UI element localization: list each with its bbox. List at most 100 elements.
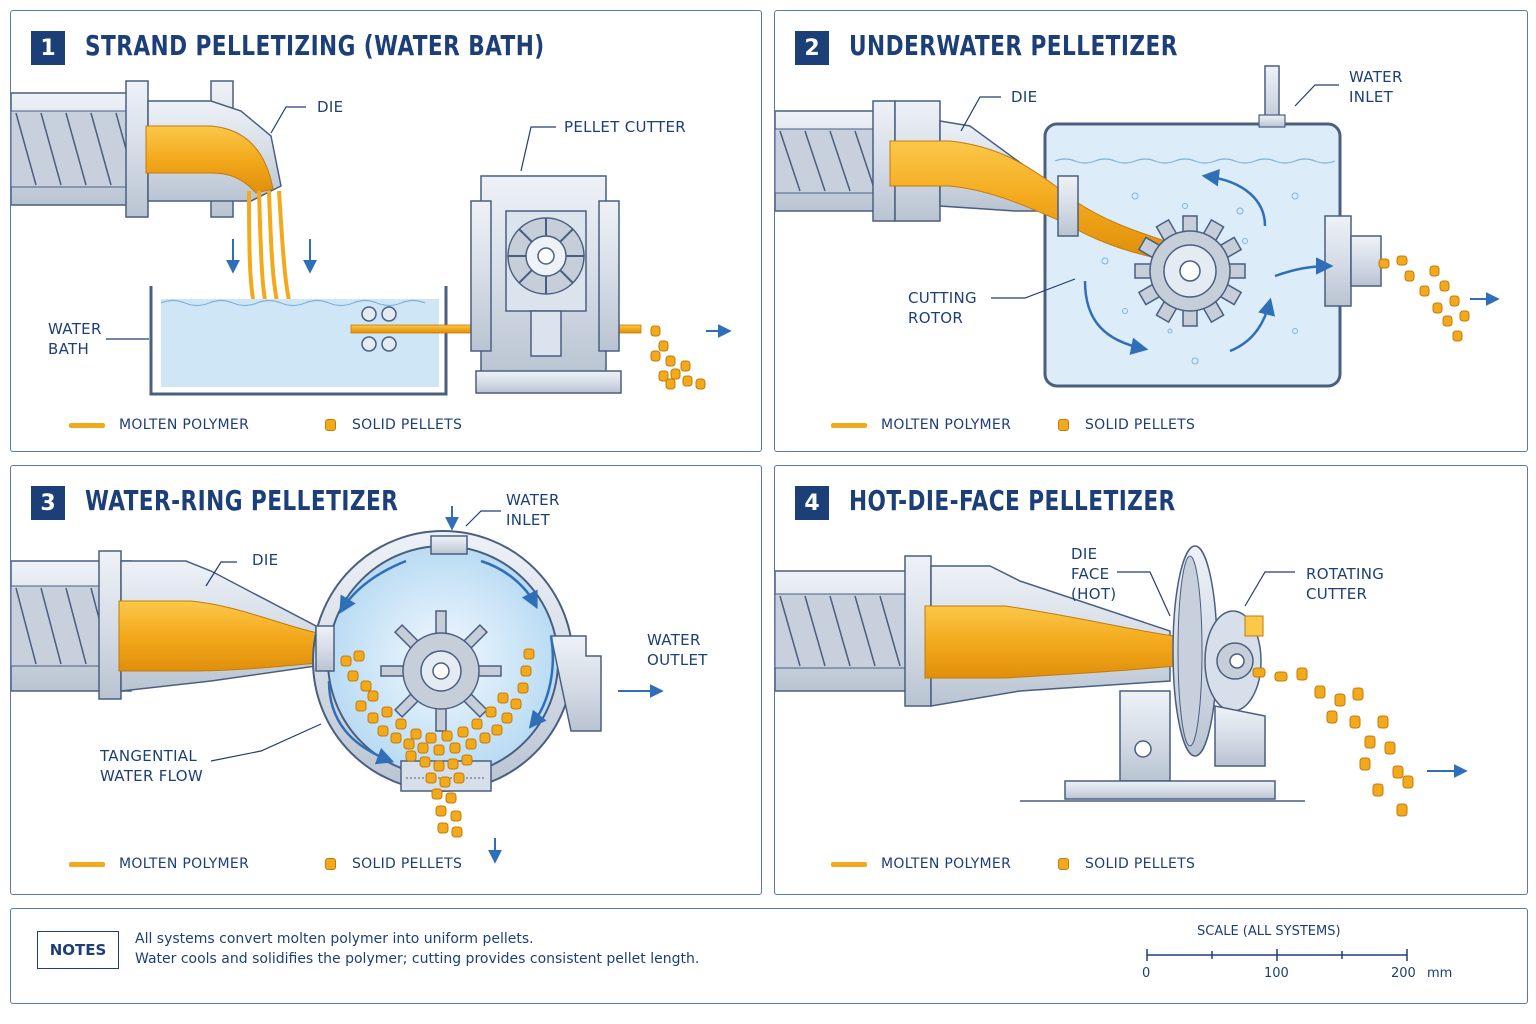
label-die-face-line3: (HOT) bbox=[1071, 585, 1117, 603]
pellet bbox=[479, 732, 491, 744]
panel-title: STRAND PELLETIZING (WATER BATH) bbox=[85, 29, 545, 62]
pellet bbox=[461, 754, 473, 766]
scale-tick-200: 200 bbox=[1391, 966, 1416, 981]
panel-number: 4 bbox=[795, 486, 829, 520]
pellet bbox=[425, 732, 437, 744]
pellet bbox=[390, 732, 402, 744]
scale-title: SCALE (ALL SYSTEMS) bbox=[1197, 924, 1341, 939]
legend-molten: MOLTEN POLYMER bbox=[69, 856, 249, 872]
pellet bbox=[367, 690, 379, 702]
strand-pelletizing-diagram bbox=[11, 80, 732, 396]
solid-pellet-swatch bbox=[1058, 419, 1069, 431]
pellet bbox=[410, 728, 422, 740]
label-water-inlet-line1: WATER bbox=[1349, 68, 1403, 86]
pellet bbox=[447, 758, 459, 770]
panel-water-ring-pelletizer: 3 WATER-RING PELLETIZER bbox=[10, 465, 762, 895]
panel-number: 1 bbox=[31, 31, 65, 65]
pellet bbox=[441, 730, 453, 742]
legend-molten: MOLTEN POLYMER bbox=[831, 856, 1011, 872]
pellet bbox=[355, 700, 367, 712]
pellet bbox=[439, 776, 451, 788]
pellet bbox=[520, 665, 532, 677]
panel-underwater-pelletizer: 2 UNDERWATER PELLETIZER bbox=[774, 10, 1528, 452]
pellet bbox=[485, 706, 497, 718]
note-line-1: All systems convert molten polymer into … bbox=[135, 931, 534, 947]
pellet bbox=[471, 718, 483, 730]
pellet bbox=[433, 760, 445, 772]
pellet bbox=[377, 725, 389, 737]
pellet bbox=[491, 724, 503, 736]
scale-tick-100: 100 bbox=[1264, 966, 1289, 981]
solid-pellet-swatch bbox=[325, 419, 336, 431]
pellet bbox=[405, 750, 417, 762]
molten-polymer-swatch bbox=[69, 422, 105, 428]
panel-title: WATER-RING PELLETIZER bbox=[85, 484, 399, 517]
label-water-outlet-line1: WATER bbox=[647, 631, 701, 649]
legend-molten: MOLTEN POLYMER bbox=[831, 417, 1011, 433]
pellet bbox=[367, 712, 379, 724]
pellet bbox=[497, 692, 509, 704]
note-line-2: Water cools and solidifies the polymer; … bbox=[135, 951, 700, 967]
solid-pellet-swatch bbox=[1058, 858, 1069, 870]
scale-bar bbox=[1146, 949, 1408, 961]
pellet bbox=[403, 738, 415, 750]
label-water-bath-line2: BATH bbox=[48, 340, 90, 358]
notes-badge: NOTES bbox=[37, 931, 119, 969]
label-tangential-line2: WATER FLOW bbox=[100, 767, 204, 785]
label-die: DIE bbox=[317, 98, 344, 116]
label-water-inlet-line2: INLET bbox=[1349, 88, 1394, 106]
molten-polymer-swatch bbox=[831, 422, 867, 428]
panel-hot-die-face-pelletizer: 4 HOT-DIE-FACE PELLETIZER bbox=[774, 465, 1528, 895]
panel-strand-pelletizing: 1 STRAND PELLETIZING (WATER BATH) bbox=[10, 10, 762, 452]
label-cutting-rotor-line2: ROTOR bbox=[908, 309, 964, 327]
molten-polymer-swatch bbox=[69, 861, 105, 867]
notes-panel: NOTES All systems convert molten polymer… bbox=[10, 908, 1528, 1004]
pellet bbox=[395, 718, 407, 730]
pellet bbox=[449, 742, 461, 754]
legend-molten-label: MOLTEN POLYMER bbox=[881, 417, 1012, 433]
panel-number: 2 bbox=[795, 31, 829, 65]
pellet bbox=[417, 742, 429, 754]
pellet bbox=[435, 805, 447, 817]
legend-pellets: SOLID PELLETS bbox=[325, 417, 462, 433]
pellet bbox=[453, 772, 465, 784]
legend-pellets-label: SOLID PELLETS bbox=[352, 417, 463, 433]
label-die-face-line1: DIE bbox=[1071, 545, 1098, 563]
label-die: DIE bbox=[1011, 88, 1038, 106]
pellet bbox=[523, 648, 535, 660]
pellet bbox=[501, 712, 513, 724]
underwater-pelletizer-diagram bbox=[775, 65, 1500, 388]
pellet bbox=[347, 670, 359, 682]
scale-unit: mm bbox=[1427, 966, 1453, 981]
legend-pellets: SOLID PELLETS bbox=[1058, 856, 1195, 872]
label-die-face-line2: FACE bbox=[1071, 565, 1110, 583]
panel-title: UNDERWATER PELLETIZER bbox=[849, 29, 1178, 62]
legend-pellets-label: SOLID PELLETS bbox=[352, 856, 463, 872]
legend-pellets: SOLID PELLETS bbox=[325, 856, 462, 872]
pellet bbox=[419, 756, 431, 768]
pellet bbox=[425, 772, 437, 784]
label-water-inlet-line2: INLET bbox=[506, 511, 551, 529]
pellet bbox=[340, 655, 352, 667]
legend-molten-label: MOLTEN POLYMER bbox=[881, 856, 1012, 872]
molten-polymer-swatch bbox=[831, 861, 867, 867]
pellet bbox=[381, 706, 393, 718]
solid-pellet-swatch bbox=[325, 858, 336, 870]
label-water-inlet-line1: WATER bbox=[506, 491, 560, 509]
pellet bbox=[517, 682, 529, 694]
pellet bbox=[465, 738, 477, 750]
legend-molten-label: MOLTEN POLYMER bbox=[119, 417, 250, 433]
legend-pellets: SOLID PELLETS bbox=[1058, 417, 1195, 433]
label-cutting-rotor-line1: CUTTING bbox=[908, 289, 977, 307]
pellet bbox=[360, 680, 372, 692]
pellet bbox=[451, 826, 463, 838]
label-die: DIE bbox=[252, 551, 279, 569]
pellet bbox=[457, 726, 469, 738]
pellet bbox=[353, 650, 365, 662]
label-water-bath-line1: WATER bbox=[48, 320, 102, 338]
pellet bbox=[433, 744, 445, 756]
legend-pellets-label: SOLID PELLETS bbox=[1085, 856, 1196, 872]
pellet bbox=[445, 792, 457, 804]
legend-molten-label: MOLTEN POLYMER bbox=[119, 856, 250, 872]
label-tangential-line1: TANGENTIAL bbox=[100, 747, 198, 765]
